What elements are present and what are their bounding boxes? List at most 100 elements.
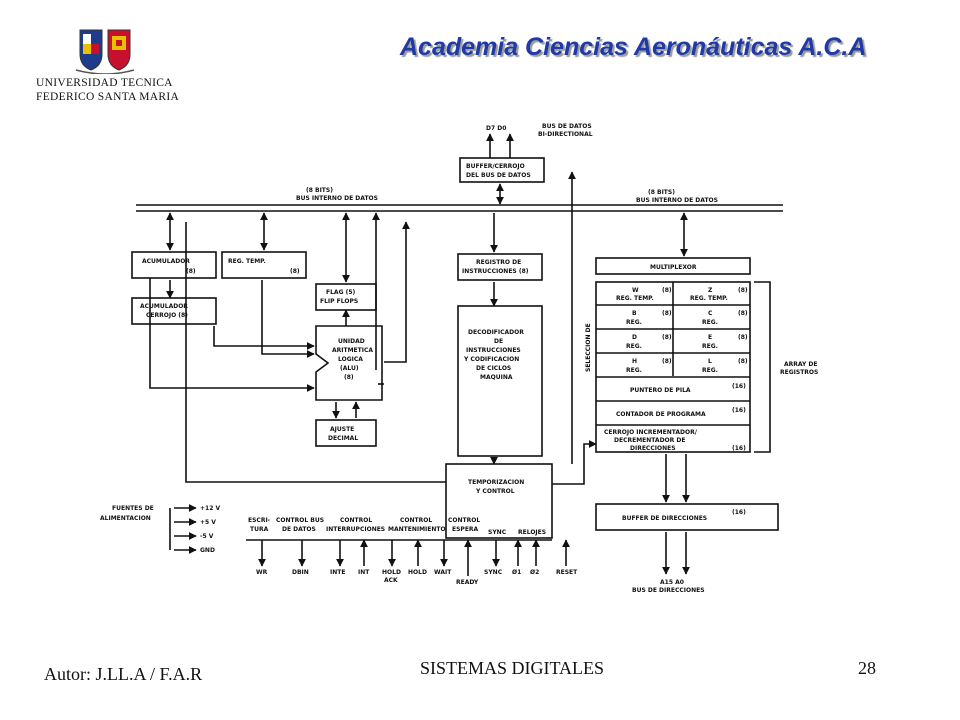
reg-c-1: C — [708, 310, 713, 317]
alu-label-5: (8) — [344, 374, 354, 381]
sig-hold-ack-1: HOLD — [382, 569, 401, 576]
ajuste-label-1: AJUSTE — [330, 426, 354, 433]
array-label-1: ARRAY DE — [784, 361, 817, 368]
puntero-bits: (16) — [732, 383, 746, 390]
reg-e-1: E — [708, 334, 712, 341]
acumulador-label: ACUMULADOR — [142, 258, 190, 265]
reg-d-2: REG. — [626, 343, 642, 350]
reg-c-bits: (8) — [738, 310, 748, 317]
internal-bus-left-2: BUS INTERNO DE DATOS — [296, 195, 378, 202]
contador-bits: (16) — [732, 407, 746, 414]
reg-w-1: W — [632, 287, 639, 294]
cpu-block-diagram: D7 D0 BUS DE DATOS BI-DIRECTIONAL BUFFER… — [100, 123, 818, 594]
data-bus-label-2: BI-DIRECTIONAL — [538, 131, 593, 138]
alu-to-bus — [384, 221, 410, 363]
reg-h-bits: (8) — [662, 358, 672, 365]
internal-bus-right-2: BUS INTERNO DE DATOS — [636, 197, 718, 204]
cerrojo-inc-1: CERROJO INCREMENTADOR/ — [604, 429, 698, 436]
sig-sync: SYNC — [484, 569, 503, 576]
multiplexor-label: MULTIPLEXOR — [650, 264, 697, 271]
acumulador-block — [131, 251, 217, 279]
sig-reset: RESET — [556, 569, 578, 576]
data-bus-label: BUS DE DATOS — [542, 123, 592, 130]
reg-l-1: L — [708, 358, 712, 365]
sig-hold-ack-2: ACK — [384, 577, 398, 584]
reg-w-2: REG. TEMP. — [616, 295, 654, 302]
internal-bus-right-1: (8 BITS) — [648, 189, 675, 196]
reg-temp-block — [221, 251, 307, 279]
sig-wait: WAIT — [434, 569, 452, 576]
ajuste-decimal-block — [315, 419, 377, 447]
multiplexor-block — [595, 257, 751, 275]
reg-temp-to-alu — [261, 280, 315, 358]
ctrl-int-2: INTERRUPCIONES — [326, 526, 385, 533]
sig-dbin: DBIN — [292, 569, 309, 576]
gnd-label: GND — [200, 547, 215, 554]
v-p12-label: +12 V — [200, 505, 220, 512]
reg-b-bits: (8) — [662, 310, 672, 317]
institution-name: UNIVERSIDAD TECNICA FEDERICO SANTA MARIA — [36, 76, 179, 104]
author-label: Autor: J.LL.A / F.A.R — [44, 664, 203, 684]
acumulador-bits: (8) — [186, 268, 196, 275]
decod-label-2: DE — [494, 338, 503, 345]
buffer-dir-bits: (16) — [732, 509, 746, 516]
contador-label: CONTADOR DE PROGRAMA — [616, 411, 706, 418]
cerrojo-to-alu — [213, 326, 315, 350]
buffer-label-1: BUFFER/CERROJO — [466, 163, 525, 170]
addr-bus-label: BUS DE DIRECCIONES — [632, 587, 705, 594]
addr-pins-label: A15 A0 — [660, 579, 684, 586]
v-m5-label: -5 V — [200, 533, 214, 540]
university-logo — [36, 26, 186, 106]
buffer-dir-label: BUFFER DE DIRECCIONES — [622, 515, 707, 522]
internal-bus-left-1: (8 BITS) — [306, 187, 333, 194]
reg-b-1: B — [632, 310, 637, 317]
ctrl-esp-2: ESPERA — [452, 526, 479, 533]
reg-l-bits: (8) — [738, 358, 748, 365]
sig-ready: READY — [456, 579, 479, 586]
control-line-left — [185, 222, 446, 483]
reg-instr-label-2: INSTRUCCIONES (8) — [462, 268, 529, 275]
alu-label-3: LOGICA — [338, 356, 363, 363]
sig-int: INT — [358, 569, 370, 576]
reg-z-1: Z — [708, 287, 713, 294]
decod-label-1: DECODIFICADOR — [468, 329, 524, 336]
reg-z-2: REG. TEMP. — [690, 295, 728, 302]
reg-temp-label: REG. TEMP. — [228, 258, 266, 265]
page-title: Academia Ciencias Aeronáuticas A.C.A — [400, 33, 867, 61]
flag-label-2: FLIP FLOPS — [320, 298, 358, 305]
puntero-label: PUNTERO DE PILA — [630, 387, 691, 394]
ctrl-bus-2: DE DATOS — [282, 526, 316, 533]
escritura-2: TURA — [250, 526, 269, 533]
sig-wr: WR — [256, 569, 268, 576]
sig-phi1: Ø1 — [512, 569, 521, 576]
control-to-regs — [552, 440, 597, 485]
registro-instrucciones-block — [457, 253, 543, 281]
sig-hold: HOLD — [408, 569, 427, 576]
array-bracket — [754, 281, 771, 453]
cerrojo-inc-3: DIRECCIONES — [630, 445, 676, 452]
buffer-block — [459, 157, 545, 183]
reg-z-bits: (8) — [738, 287, 748, 294]
reg-instr-label-1: REGISTRO DE — [476, 259, 521, 266]
reg-e-bits: (8) — [738, 334, 748, 341]
reg-h-2: REG. — [626, 367, 642, 374]
acumulador-to-alu — [149, 278, 315, 392]
flag-label-1: FLAG (5) — [326, 289, 355, 296]
reg-h-1: H — [632, 358, 637, 365]
cerrojo-inc-2: DECREMENTADOR DE — [614, 437, 685, 444]
reg-d-1: D — [632, 334, 637, 341]
acumulador-cerrojo-block — [131, 297, 217, 325]
decod-label-3: INSTRUCCIONES — [466, 347, 521, 354]
institution-line-2: FEDERICO SANTA MARIA — [36, 91, 180, 103]
decod-label-4: Y CODIFICACION — [463, 356, 519, 363]
cerrojo-inc-bits: (16) — [732, 445, 746, 452]
reg-d-bits: (8) — [662, 334, 672, 341]
ctrl-int-1: CONTROL — [340, 517, 372, 524]
reg-b-2: REG. — [626, 319, 642, 326]
reg-l-2: REG. — [702, 367, 718, 374]
reg-temp-bits: (8) — [290, 268, 300, 275]
sig-inte: INTE — [330, 569, 345, 576]
decodificador-block — [457, 305, 543, 457]
ctrl-bus-1: CONTROL BUS — [276, 517, 324, 524]
ctrl-mant-1: CONTROL — [400, 517, 432, 524]
